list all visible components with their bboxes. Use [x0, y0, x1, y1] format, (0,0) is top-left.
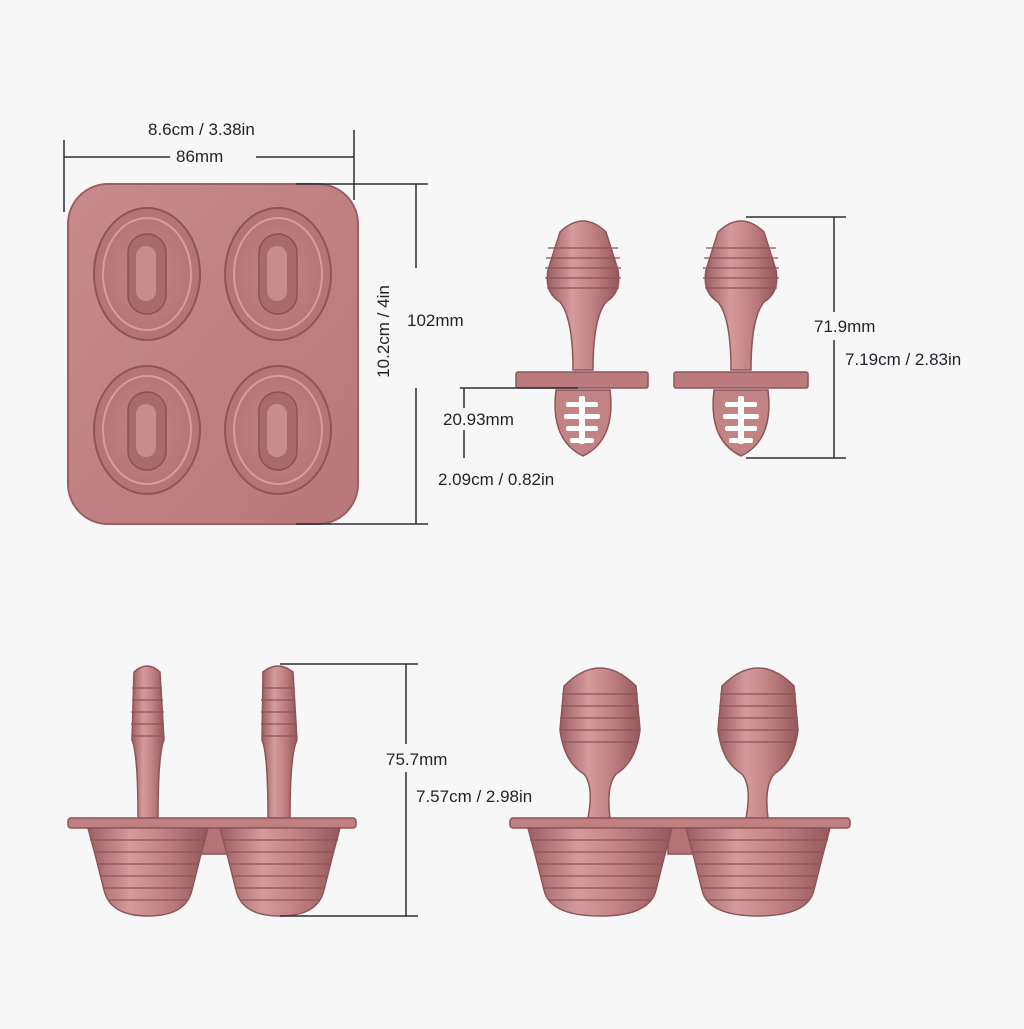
- mold-side-view-wide: [509, 667, 851, 917]
- teether-base-cm-label: 2.09cm / 0.82in: [438, 470, 555, 489]
- teether-2: [673, 220, 809, 457]
- tray-width-dimension: [63, 130, 355, 212]
- mold-cup: [87, 827, 209, 917]
- mold-side-view-slim: [67, 663, 418, 917]
- mold-cup: [685, 827, 831, 917]
- teether-base-dimension: [460, 387, 578, 458]
- tray-width-mm-label: 86mm: [176, 147, 224, 166]
- tray-well: [224, 207, 332, 341]
- teether-height-mm-label: 71.9mm: [814, 317, 876, 336]
- teether-front-view: [460, 216, 846, 459]
- mold-cup: [219, 827, 341, 917]
- tray-well: [93, 207, 201, 341]
- teether-base-mm-label: 20.93mm: [443, 410, 514, 429]
- teether-1: [515, 220, 649, 457]
- tray-top-view: [63, 130, 428, 525]
- mold-cup: [527, 827, 673, 917]
- mold-height-cm-label: 7.57cm / 2.98in: [416, 787, 533, 806]
- tray-height-cm-label: 10.2cm / 4in: [373, 285, 393, 378]
- teether-height-dimension: [746, 216, 846, 459]
- teether-vent-2: [723, 396, 759, 444]
- tray-height-dimension: [296, 183, 428, 525]
- tray-wells: [93, 207, 332, 495]
- tray-well: [224, 365, 332, 495]
- tray-width-label: 8.6cm / 3.38in: [148, 120, 255, 139]
- mold-height-mm-label: 75.7mm: [386, 750, 448, 769]
- tray-well: [93, 365, 201, 495]
- teether-vent-1: [564, 396, 600, 444]
- tray-height-mm-label: 102mm: [407, 311, 464, 330]
- teether-height-cm-label: 7.19cm / 2.83in: [845, 350, 962, 369]
- mold-height-dimension: [280, 663, 418, 917]
